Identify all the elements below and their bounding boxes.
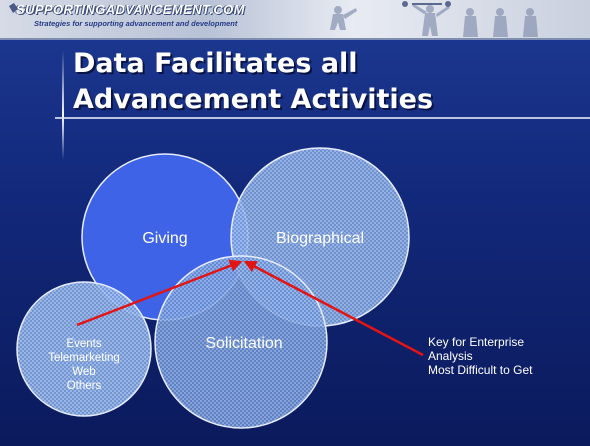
site-logo[interactable]: SUPPORTINGADVANCEMENT.COM <box>16 2 245 17</box>
note-line-2: Analysis <box>428 349 473 363</box>
title-line-1: Data Facilitates all <box>73 48 358 79</box>
title-accent-rule <box>62 50 64 160</box>
title-line-2: Advancement Activities <box>73 84 434 115</box>
events-label-line-1: Events <box>66 338 101 350</box>
biographical-label: Biographical <box>276 230 364 247</box>
events-label-line-3: Web <box>72 366 95 378</box>
note-line-1: Key for Enterprise <box>428 335 525 349</box>
arrow-from-note <box>243 260 424 357</box>
arrow-from-events <box>76 259 243 327</box>
note-line-3: Most Difficult to Get <box>428 363 533 377</box>
solicitation-circle <box>154 255 328 429</box>
slide-title: Data Facilitates all Advancement Activit… <box>73 46 573 118</box>
events-circle <box>16 281 152 417</box>
athletes-graphic <box>9 1 538 37</box>
key-note: Key for Enterprise Analysis Most Difficu… <box>428 335 588 377</box>
header-banner: SUPPORTINGADVANCEMENT.COM Strategies for… <box>0 0 590 40</box>
title-underline <box>55 117 590 119</box>
events-label-line-4: Others <box>67 380 102 392</box>
giving-label: Giving <box>142 230 187 247</box>
events-label-line-2: Telemarketing <box>48 352 120 364</box>
site-tagline: Strategies for supporting advancement an… <box>34 19 238 28</box>
solicitation-label: Solicitation <box>205 335 282 352</box>
